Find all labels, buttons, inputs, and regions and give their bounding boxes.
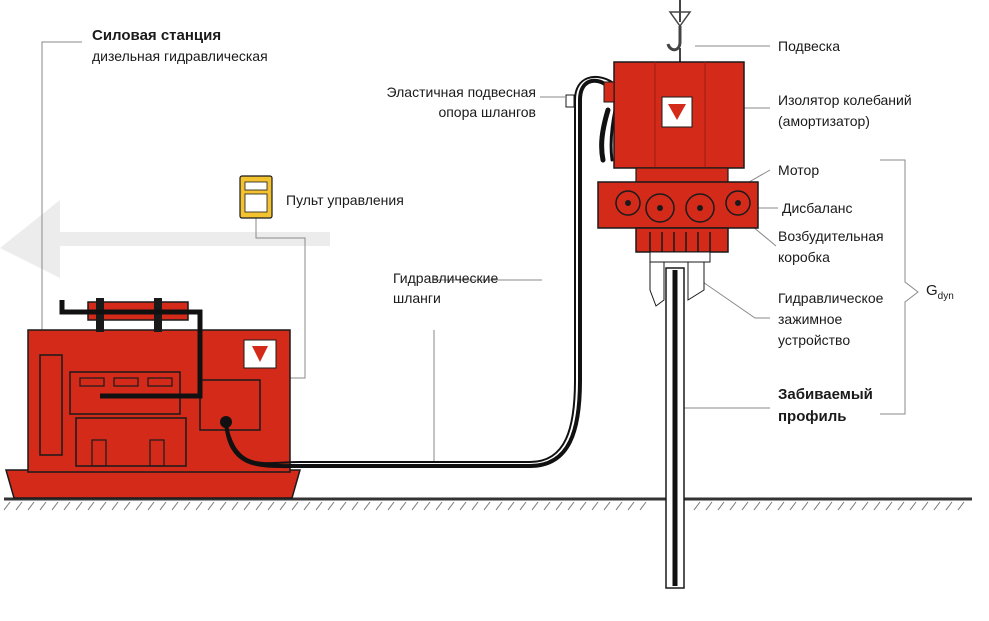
vibrator-head	[597, 61, 759, 307]
hose-support-label-line2: опора шлангов	[438, 104, 536, 120]
clamp-label-line1: Гидравлическое	[778, 290, 884, 306]
station-subtitle: дизельная гидравлическая	[92, 48, 268, 64]
hoses-label-line2: шланги	[393, 290, 441, 306]
leader-lines	[41, 41, 919, 470]
hoses-label-line1: Гидравлические	[393, 270, 499, 286]
suspension-label: Подвеска	[778, 38, 840, 54]
clamp-label-line3: устройство	[778, 332, 851, 348]
gdyn-label: Gdyn	[926, 282, 954, 302]
left-arrow-shape	[0, 200, 330, 278]
control-panel-device	[239, 175, 273, 219]
isolator-label-line1: Изолятор колебаний	[778, 92, 912, 108]
hose-support-label-line1: Эластичная подвесная	[386, 84, 536, 100]
isolator-label-line2: (амортизатор)	[778, 113, 870, 129]
unbalance-label: Дисбаланс	[782, 200, 853, 216]
pile-label-line1: Забиваемый	[778, 386, 873, 403]
control-panel-label: Пульт управления	[286, 192, 404, 208]
gdyn-main: G	[926, 282, 938, 299]
hose-support-clip	[565, 94, 575, 108]
exciter-label-line2: коробка	[778, 249, 830, 265]
ground	[3, 497, 972, 511]
crane-hook	[666, 0, 692, 62]
clamp-label-line2: зажимное	[778, 311, 843, 327]
pile-label-line2: профиль	[778, 408, 847, 425]
power-station	[5, 298, 301, 499]
motor-label: Мотор	[778, 162, 820, 178]
gdyn-sub: dyn	[937, 291, 954, 302]
station-title: Силовая станция	[92, 27, 222, 44]
exciter-label-line1: Возбудительная	[778, 228, 884, 244]
